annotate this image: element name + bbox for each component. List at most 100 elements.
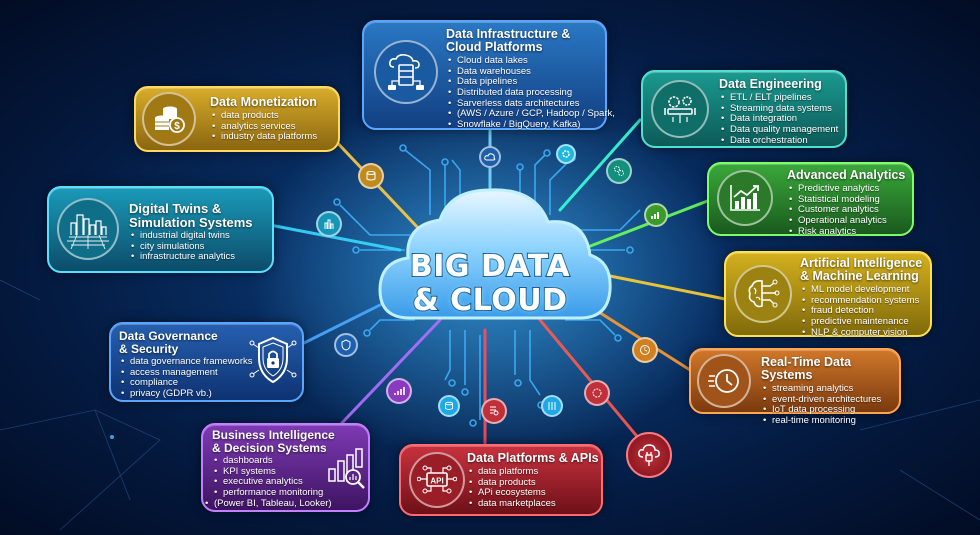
- box-data-platforms-apis: API Data Platforms & APIs data platforms…: [399, 444, 603, 516]
- box-title: Artificial Intelligence & Machine Learni…: [800, 256, 922, 284]
- cloud-server-icon: [374, 40, 438, 104]
- gear-node-icon: [556, 144, 576, 164]
- sliders-node-icon: [541, 395, 563, 417]
- item-list: Predictive analytics Statistical modelin…: [787, 184, 905, 237]
- list-item: Statistical modeling: [789, 194, 905, 206]
- list-item: Data orchestration: [721, 135, 838, 147]
- list-item: dashboards: [214, 456, 335, 467]
- api-icon: API: [409, 452, 465, 508]
- list-item: data governance frameworks: [121, 357, 252, 368]
- list-item: executive analytics: [214, 477, 335, 488]
- city-node-icon: [316, 211, 342, 237]
- search-document-node-icon: [481, 398, 507, 424]
- list-item: Risk analytics: [789, 226, 905, 238]
- shield-node-icon: [334, 333, 358, 357]
- box-title: Business Intelligence & Decision Systems: [212, 429, 335, 454]
- list-item: event-driven architectures: [763, 394, 899, 406]
- title-line-2: & CLOUD: [412, 283, 568, 319]
- title-line-1: Digital Twins &: [129, 201, 222, 216]
- bar-chart-node-icon: [386, 378, 412, 404]
- list-item: city simulations: [131, 241, 253, 253]
- title-line-1: Business Intelligence: [212, 428, 335, 442]
- item-list: industrial digital twins city simulation…: [129, 231, 253, 263]
- title-line-2: & Machine Learning: [800, 269, 919, 284]
- box-business-intelligence: Business Intelligence & Decision Systems…: [201, 423, 370, 512]
- list-item: IoT data processing: [763, 405, 899, 416]
- title-line-2: & Decision Systems: [212, 440, 327, 455]
- list-item: privacy (GDPR vb.): [121, 388, 253, 400]
- list-item: data products: [469, 477, 599, 489]
- gears-pipeline-icon: [651, 80, 709, 138]
- cloud-node-icon: [479, 146, 501, 168]
- svg-text:$: $: [174, 121, 180, 132]
- list-item: analytics services: [212, 121, 317, 133]
- box-data-monetization: $ Data Monetization data products analyt…: [134, 86, 340, 152]
- title-line-2: Cloud Platforms: [446, 40, 543, 55]
- central-title: BIG DATA & CLOUD: [395, 249, 585, 319]
- list-item: Streaming data systems: [721, 103, 838, 115]
- box-title: Advanced Analytics: [787, 168, 906, 182]
- list-item: streaming analytics: [763, 384, 899, 395]
- list-item: performance monitoring: [214, 487, 335, 499]
- box-title: Data Engineering: [719, 77, 822, 91]
- box-ai-ml: Artificial Intelligence & Machine Learni…: [724, 251, 932, 338]
- item-list: data platforms data products APi ecosyst…: [467, 467, 599, 510]
- list-item: recommendation systems: [802, 295, 922, 307]
- chart-node-icon: [644, 203, 668, 227]
- item-list: ETL / ELT pipelines Streaming data syste…: [719, 93, 838, 146]
- title-line-1: Data Infrastructure &: [446, 27, 571, 41]
- list-item: Cloud data lakes: [448, 56, 615, 67]
- list-item: data platforms: [469, 467, 599, 478]
- box-data-governance: Data Governance & Security data governan…: [109, 322, 304, 402]
- list-item: predictive maintenance: [802, 316, 922, 328]
- list-item: data marketplaces: [469, 498, 599, 510]
- list-item: Customer analytics: [789, 205, 905, 216]
- cloud-plug-icon: [626, 432, 672, 478]
- title-line-2: & Security: [119, 341, 179, 356]
- box-advanced-analytics: Advanced Analytics Predictive analytics …: [707, 162, 914, 237]
- list-item: Sarverless dats architectures: [448, 98, 615, 110]
- title-line-2: Simulation Systems: [129, 214, 253, 230]
- box-title: Digital Twins & Simulation Systems: [129, 202, 253, 229]
- list-item: real-time monitoring: [763, 415, 899, 427]
- box-title: Data Platforms & APIs: [467, 451, 599, 465]
- box-digital-twins: Digital Twins & Simulation Systems indus…: [47, 186, 274, 273]
- list-item: (AWS / Azure / GCP, Hadoop / Spark,: [448, 109, 615, 120]
- box-title: Data Governance & Security: [119, 330, 253, 355]
- list-item: Operational analytics: [789, 215, 905, 227]
- list-item: NLP & computer vision: [802, 327, 922, 339]
- central-cloud-shape: [378, 188, 612, 320]
- box-data-engineering: Data Engineering ETL / ELT pipelines Str…: [641, 70, 847, 148]
- list-item: fraud detection: [802, 306, 922, 317]
- list-item: APi ecosystems: [469, 488, 599, 499]
- list-item: Data integration: [721, 114, 838, 125]
- database-node-icon: [358, 163, 384, 189]
- list-item: access management: [121, 367, 253, 379]
- brain-circuit-icon: [734, 265, 792, 323]
- list-item: Data warehouses: [448, 66, 615, 78]
- growth-chart-icon: [717, 170, 773, 226]
- clock-node-icon: [632, 337, 658, 363]
- list-item: Distributed data processing: [448, 87, 615, 99]
- item-list: dashboards KPI systems executive analyti…: [205, 456, 335, 510]
- box-data-infrastructure: Data Infrastructure & Cloud Platforms Cl…: [362, 20, 615, 130]
- settings-node-icon: [584, 380, 610, 406]
- item-list: Cloud data lakes Data warehouses Data pi…: [446, 56, 615, 130]
- list-item: industrial digital twins: [131, 231, 253, 242]
- gears-node-icon: [606, 158, 632, 184]
- item-list: data governance frameworks access manage…: [119, 357, 253, 400]
- list-item: Data pipelines: [448, 77, 615, 88]
- item-list: ML model development recommendation syst…: [800, 285, 922, 338]
- box-title: Data Infrastructure & Cloud Platforms: [446, 27, 615, 55]
- list-item: Data quality management: [721, 124, 838, 136]
- item-list: data products analytics services industr…: [210, 111, 317, 143]
- item-list: streaming analytics event-driven archite…: [761, 384, 899, 427]
- list-item: industry data platforms: [212, 132, 317, 143]
- box-real-time-data-systems: Real-Time Data Systems streaming analyti…: [689, 348, 901, 426]
- list-item: Snowflake / BigQuery, Kafka): [448, 119, 615, 131]
- list-item: ETL / ELT pipelines: [721, 93, 838, 104]
- list-item: (Power BI, Tableau, Looker): [205, 498, 335, 510]
- box-title: Real-Time Data Systems: [761, 355, 852, 383]
- box-title: Data Monetization: [210, 95, 317, 109]
- database-small-node-icon: [438, 395, 460, 417]
